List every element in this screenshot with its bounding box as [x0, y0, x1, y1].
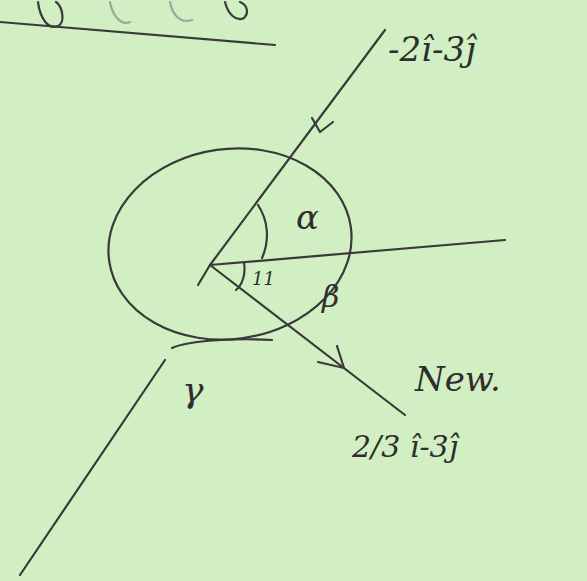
note-label: New. [415, 362, 501, 396]
angle-label: β [322, 282, 339, 312]
angle-arc [258, 205, 267, 258]
equal-mark: 11 [252, 270, 275, 288]
scribble [0, 22, 275, 45]
bracket [172, 339, 272, 348]
arrowhead [312, 118, 333, 132]
leader-line [20, 360, 165, 575]
incoming-ray [198, 30, 385, 285]
vector-label: 2/3 î-3ĵ [352, 432, 458, 462]
scribble [38, 2, 62, 27]
circle-outline [96, 133, 364, 355]
angle-arc [236, 262, 245, 290]
vector-label: -2î-3ĵ [388, 32, 476, 66]
scribble [170, 2, 192, 21]
scribble [110, 2, 130, 23]
angle-label: α [296, 200, 319, 234]
arrowhead [318, 346, 344, 368]
scribble [225, 2, 247, 19]
horizontal-line [210, 240, 505, 265]
angle-label: γ [182, 372, 204, 408]
